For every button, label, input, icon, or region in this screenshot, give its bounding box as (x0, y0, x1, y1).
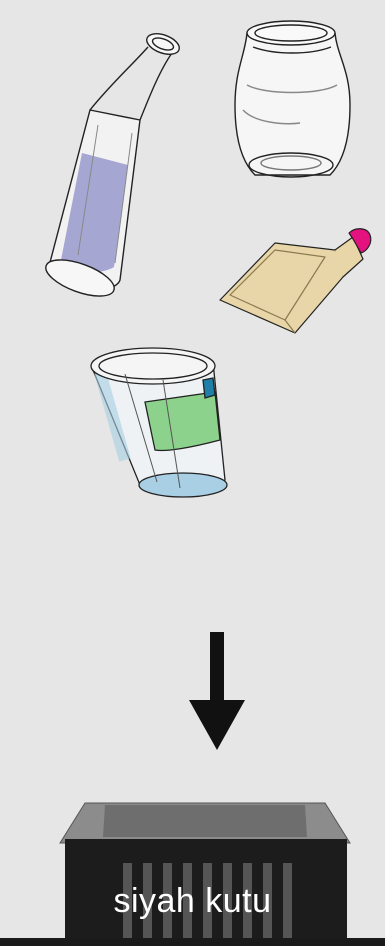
down-arrow-icon (187, 632, 247, 752)
glass-bottle-icon (20, 25, 190, 305)
black-bin-icon (55, 795, 355, 946)
squeeze-tube-icon (215, 215, 375, 340)
glass-jar-icon (225, 15, 360, 190)
bottom-bar (0, 938, 385, 946)
plastic-cup-icon (85, 340, 235, 505)
bin-label: siyah kutu (0, 884, 385, 918)
